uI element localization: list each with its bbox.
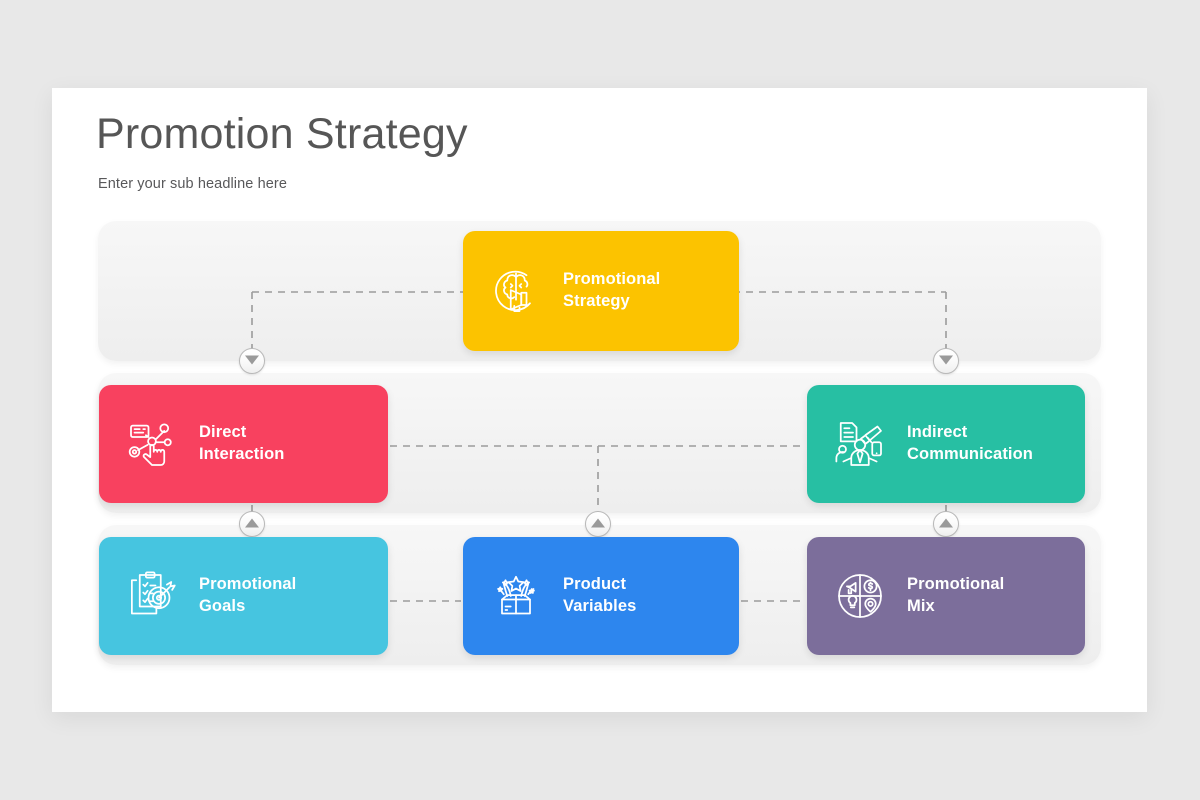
marker-to-direct-interaction bbox=[239, 348, 265, 374]
card-label-promotional-mix: Promotional Mix bbox=[907, 575, 1005, 615]
promotion-strategy-diagram: Promotional Strategy Direct Interaction bbox=[52, 88, 1147, 712]
marker-to-promotional-mix bbox=[933, 511, 959, 537]
quadrant-circle-mix-icon bbox=[831, 567, 889, 625]
marker-to-promotional-goals bbox=[239, 511, 265, 537]
brain-megaphone-icon bbox=[487, 262, 545, 320]
card-label-indirect-communication: Indirect Communication bbox=[907, 423, 1033, 463]
card-promotional-mix[interactable]: Promotional Mix bbox=[807, 537, 1085, 655]
clipboard-target-icon bbox=[123, 567, 181, 625]
marker-to-product-variables bbox=[585, 511, 611, 537]
card-indirect-communication[interactable]: Indirect Communication bbox=[807, 385, 1085, 503]
open-box-sparkles-icon bbox=[487, 567, 545, 625]
card-promotional-strategy[interactable]: Promotional Strategy bbox=[463, 231, 739, 351]
card-label-direct-interaction: Direct Interaction bbox=[199, 423, 285, 463]
marker-to-indirect-communication bbox=[933, 348, 959, 374]
card-promotional-goals[interactable]: Promotional Goals bbox=[99, 537, 388, 655]
card-label-product-variables: Product Variables bbox=[563, 575, 637, 615]
hand-touch-network-icon bbox=[123, 415, 181, 473]
card-direct-interaction[interactable]: Direct Interaction bbox=[99, 385, 388, 503]
card-label-promotional-strategy: Promotional Strategy bbox=[563, 270, 661, 310]
page-subtitle: Enter your sub headline here bbox=[98, 176, 288, 192]
card-label-promotional-goals: Promotional Goals bbox=[199, 575, 297, 615]
slide-canvas: Promotion Strategy Enter your sub headli… bbox=[52, 88, 1147, 712]
page-title: Promotion Strategy bbox=[96, 110, 468, 158]
card-product-variables[interactable]: Product Variables bbox=[463, 537, 739, 655]
presenter-megaphone-documents-icon bbox=[831, 415, 889, 473]
